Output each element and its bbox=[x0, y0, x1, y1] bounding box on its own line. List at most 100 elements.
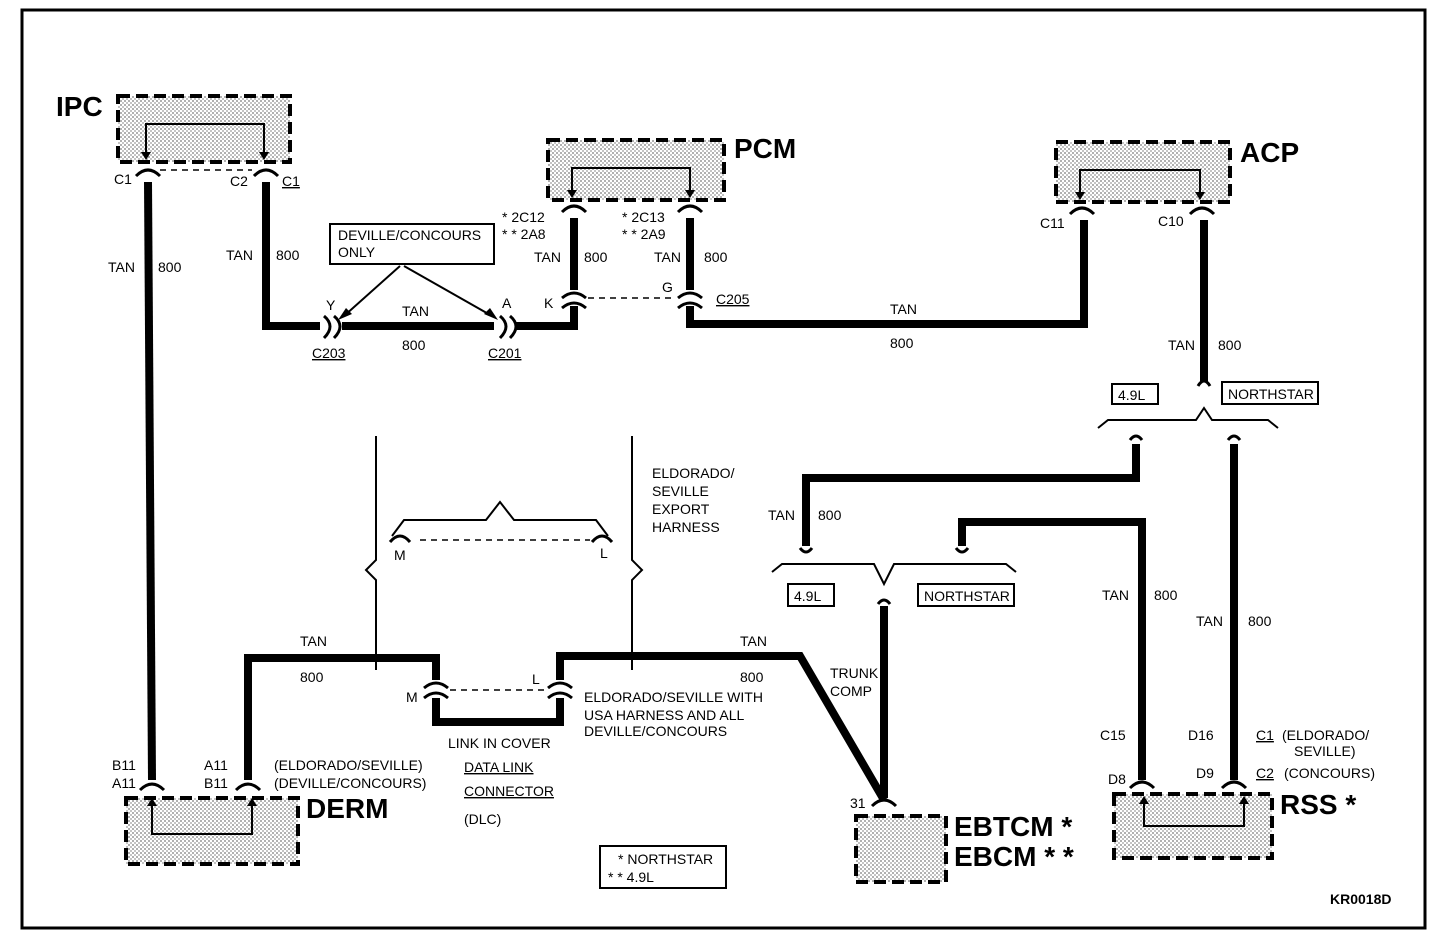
svg-text:SEVILLE): SEVILLE) bbox=[1294, 743, 1355, 759]
svg-text:800: 800 bbox=[818, 507, 842, 523]
rss-module[interactable]: RSS * bbox=[1112, 789, 1356, 860]
svg-text:4.9L: 4.9L bbox=[794, 588, 821, 604]
svg-text:(DLC): (DLC) bbox=[464, 811, 501, 827]
svg-text:(ELDORADO/SEVILLE): (ELDORADO/SEVILLE) bbox=[274, 757, 423, 773]
derm-module[interactable]: DERM bbox=[124, 793, 388, 866]
svg-text:TAN: TAN bbox=[654, 249, 681, 265]
ebtcm-label: EBTCM * bbox=[954, 811, 1072, 842]
svg-text:* 2C12: * 2C12 bbox=[502, 209, 545, 225]
svg-text:G: G bbox=[662, 279, 673, 295]
svg-text:C2: C2 bbox=[230, 173, 248, 189]
svg-text:M: M bbox=[394, 547, 406, 563]
svg-text:C1: C1 bbox=[282, 173, 300, 189]
svg-text:TAN: TAN bbox=[890, 301, 917, 317]
svg-text:C1: C1 bbox=[114, 171, 132, 187]
acp-label: ACP bbox=[1240, 137, 1299, 168]
option-braces bbox=[364, 297, 1279, 691]
svg-text:C15: C15 bbox=[1100, 727, 1126, 743]
svg-text:NORTHSTAR: NORTHSTAR bbox=[1228, 386, 1314, 402]
svg-text:CONNECTOR: CONNECTOR bbox=[464, 783, 554, 799]
svg-text:L: L bbox=[600, 545, 608, 561]
acp-module[interactable]: ACP bbox=[1054, 137, 1299, 204]
svg-text:TAN: TAN bbox=[768, 507, 795, 523]
svg-text:800: 800 bbox=[1248, 613, 1272, 629]
svg-text:L: L bbox=[532, 671, 540, 687]
svg-text:K: K bbox=[544, 295, 554, 311]
svg-text:800: 800 bbox=[300, 669, 324, 685]
svg-text:800: 800 bbox=[1218, 337, 1242, 353]
notes: ELDORADO/ SEVILLE EXPORT HARNESS ELDORAD… bbox=[274, 465, 1375, 827]
legend: * NORTHSTAR * * 4.9L bbox=[599, 845, 727, 889]
svg-text:TAN: TAN bbox=[108, 259, 135, 275]
svg-text:COMP: COMP bbox=[830, 683, 872, 699]
svg-text:800: 800 bbox=[158, 259, 182, 275]
svg-text:31: 31 bbox=[850, 795, 866, 811]
ebcm-label: EBCM * * bbox=[954, 841, 1074, 872]
svg-text:Y: Y bbox=[326, 297, 336, 313]
rss-label: RSS * bbox=[1280, 789, 1356, 820]
svg-text:SEVILLE: SEVILLE bbox=[652, 483, 709, 499]
svg-text:TAN: TAN bbox=[1168, 337, 1195, 353]
svg-text:800: 800 bbox=[276, 247, 300, 263]
option-labels: 4.9L NORTHSTAR 4.9L NORTHSTAR bbox=[787, 381, 1319, 607]
ipc-module[interactable]: IPC bbox=[56, 91, 292, 171]
svg-text:800: 800 bbox=[402, 337, 426, 353]
svg-text:USA HARNESS AND ALL: USA HARNESS AND ALL bbox=[584, 707, 745, 723]
svg-text:D8: D8 bbox=[1108, 771, 1126, 787]
svg-text:800: 800 bbox=[1154, 587, 1178, 603]
tan-800-wires bbox=[144, 181, 1238, 803]
pcm-label: PCM bbox=[734, 133, 796, 164]
svg-text:D16: D16 bbox=[1188, 727, 1214, 743]
svg-text:(CONCOURS): (CONCOURS) bbox=[1284, 765, 1375, 781]
svg-text:TAN: TAN bbox=[226, 247, 253, 263]
svg-text:B11: B11 bbox=[204, 775, 228, 791]
svg-text:(ELDORADO/: (ELDORADO/ bbox=[1282, 727, 1369, 743]
svg-text:800: 800 bbox=[704, 249, 728, 265]
svg-text:TRUNK: TRUNK bbox=[830, 665, 879, 681]
svg-text:LINK IN COVER: LINK IN COVER bbox=[448, 735, 551, 751]
svg-text:* 2C13: * 2C13 bbox=[622, 209, 665, 225]
svg-text:800: 800 bbox=[584, 249, 608, 265]
svg-text:HARNESS: HARNESS bbox=[652, 519, 720, 535]
svg-text:C1: C1 bbox=[1256, 727, 1274, 743]
svg-text:D9: D9 bbox=[1196, 765, 1214, 781]
svg-text:800: 800 bbox=[890, 335, 914, 351]
ebtcm-module[interactable]: EBTCM * EBCM * * bbox=[854, 811, 1074, 884]
svg-text:C203: C203 bbox=[312, 345, 346, 361]
pcm-module[interactable]: PCM bbox=[546, 133, 796, 202]
svg-text:TAN: TAN bbox=[1102, 587, 1129, 603]
legend-northstar: * NORTHSTAR bbox=[618, 851, 713, 867]
svg-text:ELDORADO/: ELDORADO/ bbox=[652, 465, 735, 481]
pin-labels: C1 C2 C1 * 2C12 * * 2A8 * 2C13 * * 2A9 C… bbox=[112, 171, 1214, 811]
svg-text:4.9L: 4.9L bbox=[1118, 387, 1145, 403]
svg-text:ELDORADO/SEVILLE WITH: ELDORADO/SEVILLE WITH bbox=[584, 689, 763, 705]
svg-text:NORTHSTAR: NORTHSTAR bbox=[924, 588, 1010, 604]
svg-text:C201: C201 bbox=[488, 345, 522, 361]
svg-text:A11: A11 bbox=[112, 775, 136, 791]
connector-symbols bbox=[134, 168, 1248, 808]
deville-only-callout: DEVILLE/CONCOURS ONLY bbox=[329, 223, 498, 320]
ipc-label: IPC bbox=[56, 91, 103, 122]
svg-text:TAN: TAN bbox=[300, 633, 327, 649]
svg-text:B11: B11 bbox=[112, 757, 136, 773]
svg-text:TAN: TAN bbox=[740, 633, 767, 649]
svg-text:C10: C10 bbox=[1158, 213, 1184, 229]
svg-text:DEVILLE/CONCOURS: DEVILLE/CONCOURS bbox=[338, 227, 481, 243]
svg-text:TAN: TAN bbox=[402, 303, 429, 319]
derm-label: DERM bbox=[306, 793, 388, 824]
figure-id: KR0018D bbox=[1330, 891, 1391, 907]
svg-text:C2: C2 bbox=[1256, 765, 1274, 781]
wire-labels: TAN 800 TAN 800 TAN 800 TAN 800 TAN 800 TAN 80… bbox=[108, 247, 1272, 685]
svg-text:* * 2A9: * * 2A9 bbox=[622, 226, 666, 242]
svg-text:DATA LINK: DATA LINK bbox=[464, 759, 534, 775]
svg-text:C205: C205 bbox=[716, 291, 750, 307]
diagram-frame bbox=[20, 8, 1427, 930]
svg-text:* * 2A8: * * 2A8 bbox=[502, 226, 546, 242]
svg-text:C11: C11 bbox=[1040, 215, 1065, 231]
svg-text:800: 800 bbox=[740, 669, 764, 685]
svg-text:DEVILLE/CONCOURS: DEVILLE/CONCOURS bbox=[584, 723, 727, 739]
svg-text:TAN: TAN bbox=[1196, 613, 1223, 629]
svg-text:M: M bbox=[406, 689, 418, 705]
svg-text:A: A bbox=[502, 295, 512, 311]
